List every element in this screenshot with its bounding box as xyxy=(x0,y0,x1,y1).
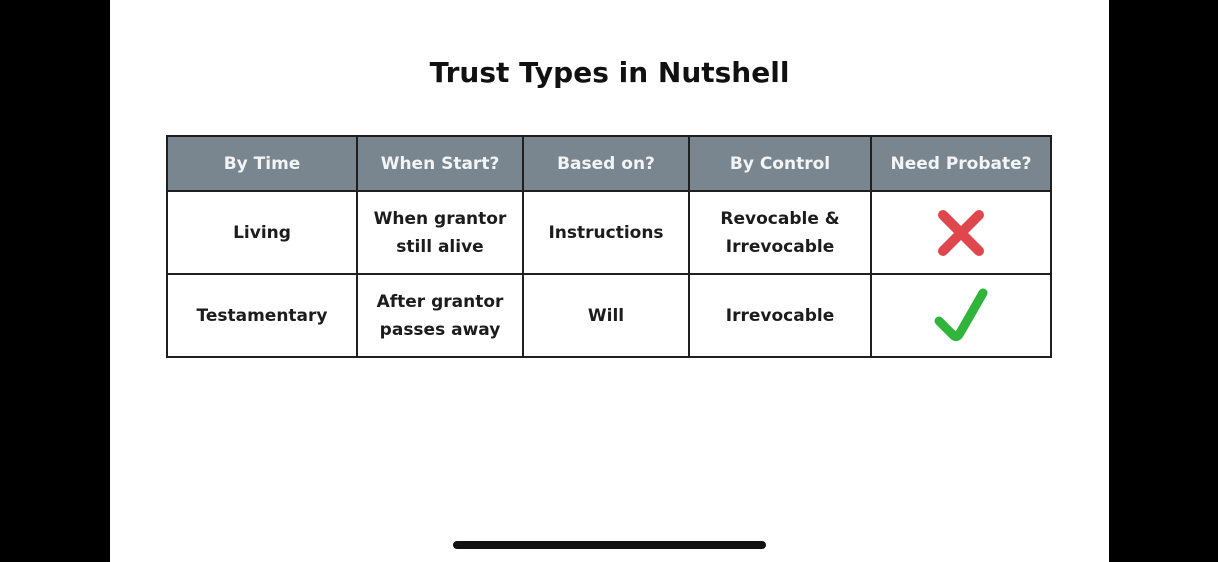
cell-by-time: Living xyxy=(166,190,358,275)
cell-need-probate xyxy=(870,273,1052,358)
cell-by-control: Revocable & Irrevocable xyxy=(688,190,872,275)
cell-text-line: When grantor xyxy=(373,208,507,229)
table-header-row: By Time When Start? Based on? By Control… xyxy=(166,135,1052,192)
check-icon xyxy=(934,288,988,341)
slide-title: Trust Types in Nutshell xyxy=(429,56,790,89)
cell-based-on: Will xyxy=(522,273,690,358)
header-when-start: When Start? xyxy=(356,135,524,192)
x-icon xyxy=(938,209,984,256)
cell-when-start: When grantor still alive xyxy=(356,190,524,275)
cell-text-line: Irrevocable xyxy=(725,305,835,326)
table-row: Living When grantor still alive Instruct… xyxy=(166,190,1052,275)
cell-text-line: still alive xyxy=(396,236,484,257)
cell-by-time: Testamentary xyxy=(166,273,358,358)
cell-text-line: Revocable & xyxy=(720,208,840,229)
header-by-time: By Time xyxy=(166,135,358,192)
home-indicator-bar[interactable] xyxy=(453,541,766,549)
slide: Trust Types in Nutshell By Time When Sta… xyxy=(110,0,1109,562)
header-need-probate: Need Probate? xyxy=(870,135,1052,192)
header-based-on: Based on? xyxy=(522,135,690,192)
cell-text-line: passes away xyxy=(379,319,501,340)
cell-when-start: After grantor passes away xyxy=(356,273,524,358)
cell-based-on: Instructions xyxy=(522,190,690,275)
cell-need-probate xyxy=(870,190,1052,275)
cell-text-line: After grantor xyxy=(376,291,504,312)
header-by-control: By Control xyxy=(688,135,872,192)
cell-text-line: Irrevocable xyxy=(725,236,835,257)
table-row: Testamentary After grantor passes away W… xyxy=(166,273,1052,358)
cell-by-control: Irrevocable xyxy=(688,273,872,358)
trust-types-table: By Time When Start? Based on? By Control… xyxy=(166,135,1052,358)
